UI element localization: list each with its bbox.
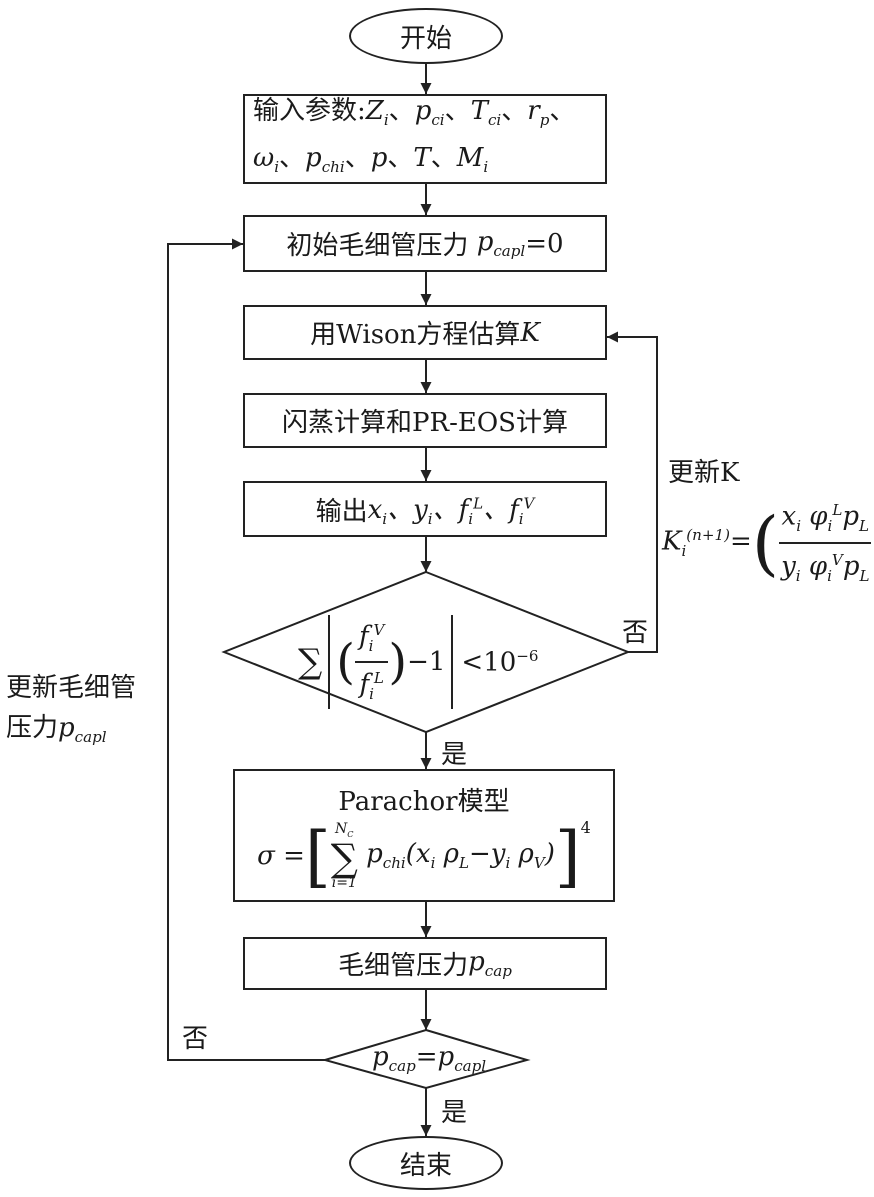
flash-label: 闪蒸计算和PR-EOS计算 (282, 408, 568, 438)
output-vars: xi、yi、fiL、fiV (367, 494, 535, 529)
no-label-convergence: 否 (622, 618, 649, 648)
start-label: 开始 (399, 23, 452, 54)
parachor-formula: σ = [ NC ∑ i=1 pchi(xi ρL−yi ρV) ] 4 (257, 817, 591, 895)
loop-update-pressure (167, 238, 325, 1061)
initial-pressure-label: 初始毛细管压力 (286, 231, 469, 261)
update-k-formula: Ki(n+1)= ( xi φiLpL yi φiVpL ) (662, 494, 874, 592)
pressure-check-label: pcap=pcapl (372, 1042, 487, 1076)
wilson-label: 用Wison方程估算 (310, 320, 521, 350)
initial-pressure-variable: pcapl (476, 226, 526, 261)
output-prefix: 输出 (315, 496, 368, 527)
capillary-var: pcap (468, 946, 512, 981)
input-line-1: 输入参数:Zi、pci、Tci、rp、 (253, 95, 576, 129)
start-terminal: 开始 (349, 8, 503, 64)
update-k-label: 更新K (668, 458, 740, 488)
initial-pressure-eq: =0 (525, 228, 564, 259)
input-parameters-box: 输入参数:Zi、pci、Tci、rp、 ωi、pchi、p、T、Mi (243, 94, 607, 184)
parachor-title: Parachor模型 (338, 786, 510, 817)
end-terminal: 结束 (349, 1136, 503, 1190)
wilson-var: K (520, 317, 540, 348)
input-prefix: 输入参数: (253, 95, 366, 126)
parachor-box: Parachor模型 σ = [ NC ∑ i=1 pchi(xi ρL−yi … (233, 769, 615, 902)
end-label: 结束 (399, 1150, 452, 1181)
loop-update-k (607, 331, 658, 653)
update-pressure-line-2: 压力 (6, 713, 59, 743)
update-pressure-label: 更新毛细管 压力pcapl (6, 668, 136, 757)
yes-label-pressure: 是 (441, 1098, 468, 1128)
initial-pressure-box: 初始毛细管压力 pcapl=0 (243, 215, 607, 272)
pressure-check-diamond (321, 1028, 531, 1090)
capillary-label: 毛细管压力 (338, 951, 469, 981)
update-pressure-line-1: 更新毛细管 (6, 673, 137, 703)
no-label-pressure: 否 (182, 1024, 209, 1054)
yes-label-convergence: 是 (441, 740, 468, 770)
flash-calc-box: 闪蒸计算和PR-EOS计算 (243, 393, 607, 448)
input-line-2: ωi、pchi、p、T、Mi (253, 143, 489, 177)
convergence-check-label: ∑ ( fiV fiL ) −1 <10−6 (298, 615, 539, 709)
